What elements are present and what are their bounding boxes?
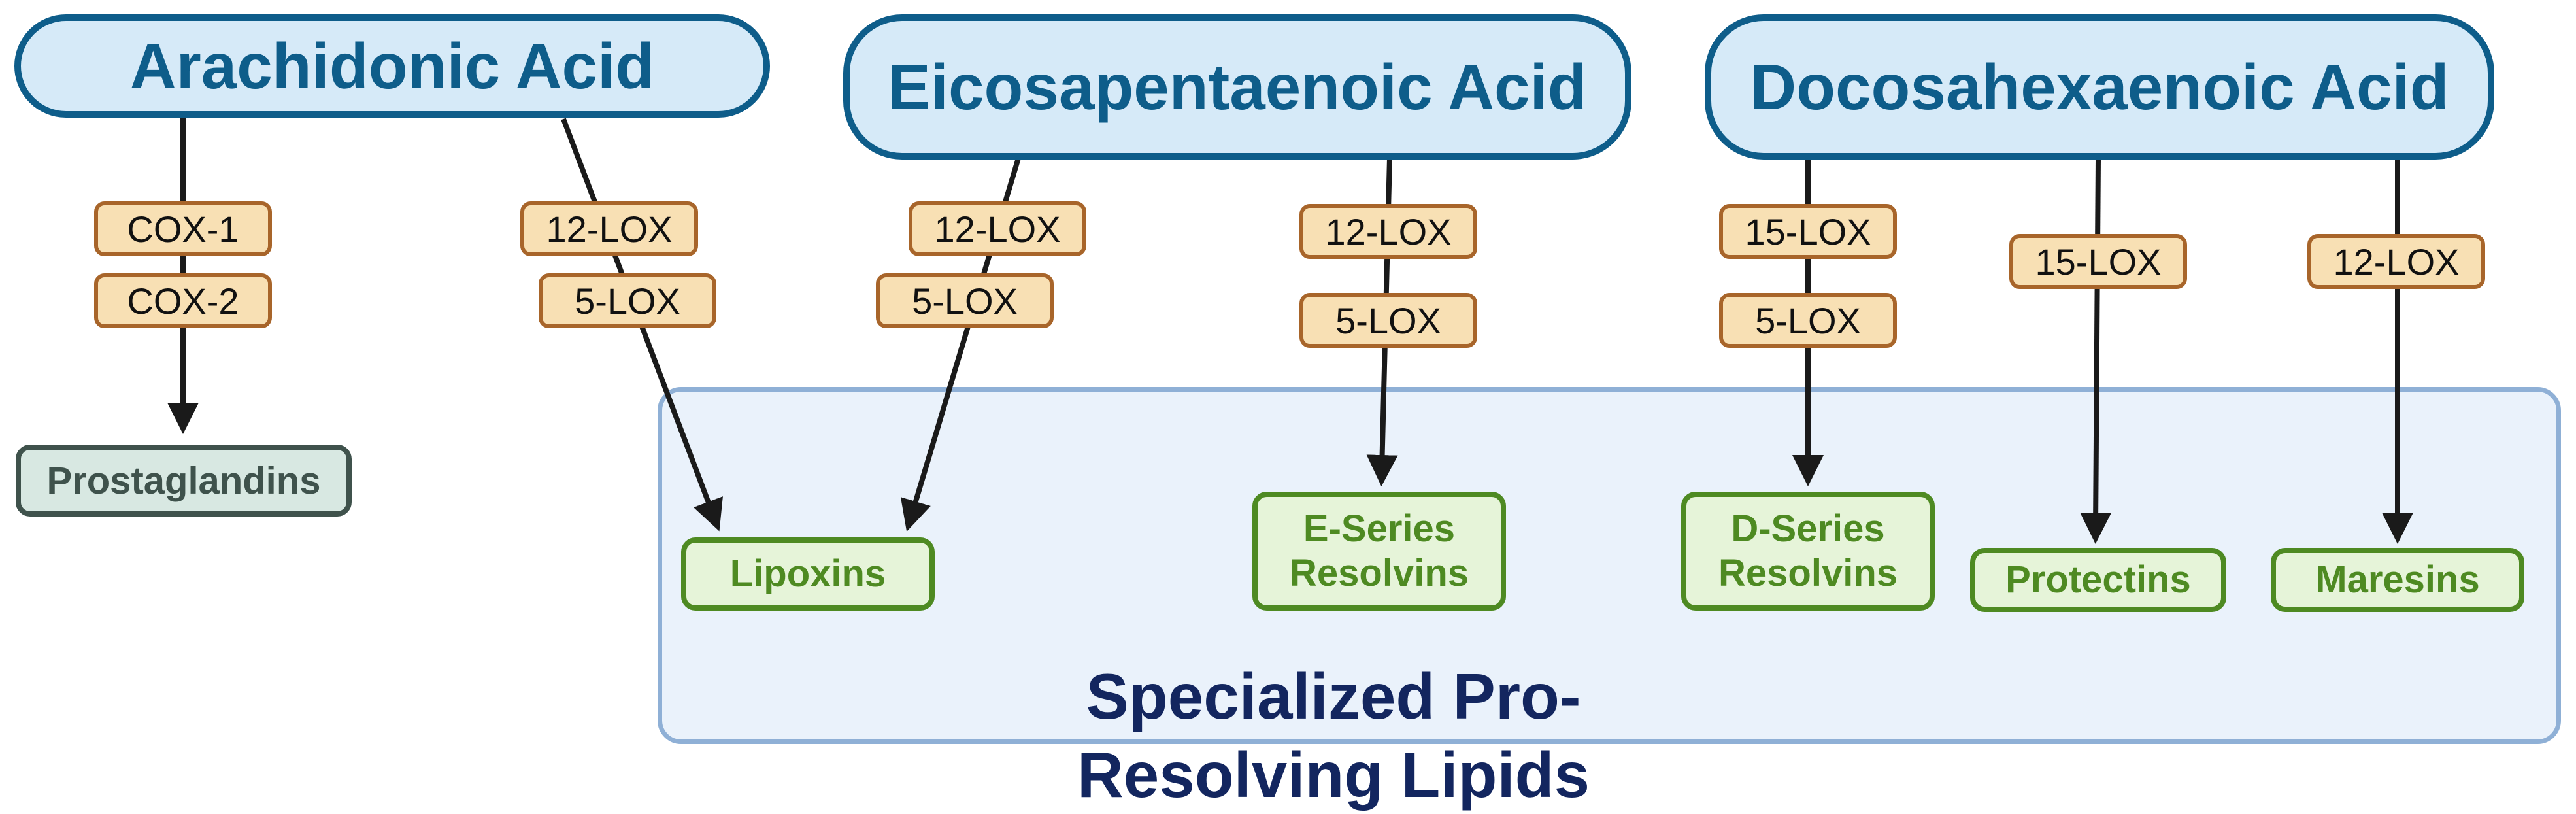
protectins-label: Protectins bbox=[2005, 558, 2191, 601]
maresins-label: Maresins bbox=[2315, 558, 2480, 601]
enzyme-dha-maresins-12lox: 12-LOX bbox=[2307, 234, 2485, 289]
enzyme-aa-5lox: 5-LOX bbox=[539, 273, 716, 328]
spm-region-title: Specialized Pro-Resolving Lipids bbox=[1077, 660, 1590, 811]
e-series-resolvins-node: E-Series Resolvins bbox=[1252, 492, 1506, 611]
protectins-node: Protectins bbox=[1970, 548, 2226, 612]
arachidonic-acid-node: Arachidonic Acid bbox=[14, 14, 770, 118]
enzyme-epa-resolvins-5lox: 5-LOX bbox=[1299, 293, 1477, 348]
enzyme-dha-protectins-15lox: 15-LOX bbox=[2009, 234, 2187, 289]
prostaglandins-node: Prostaglandins bbox=[16, 445, 352, 517]
d-series-resolvins-node: D-Series Resolvins bbox=[1681, 492, 1935, 611]
docosahexaenoic-acid-node: Docosahexaenoic Acid bbox=[1705, 14, 2494, 160]
enzyme-epa-lipoxins-12lox: 12-LOX bbox=[909, 201, 1086, 256]
enzyme-aa-12lox: 12-LOX bbox=[520, 201, 698, 256]
enzyme-dha-dresolvins-15lox: 15-LOX bbox=[1719, 204, 1897, 259]
e-series-resolvins-label: E-Series Resolvins bbox=[1290, 507, 1469, 594]
arrow-dha-to-protectins bbox=[2080, 158, 2112, 544]
lipoxins-label: Lipoxins bbox=[729, 552, 886, 595]
spm-region bbox=[658, 387, 2561, 744]
lipoxins-node: Lipoxins bbox=[681, 537, 935, 611]
maresins-node: Maresins bbox=[2271, 548, 2524, 612]
enzyme-aa-cox1: COX-1 bbox=[94, 201, 272, 256]
eicosapentaenoic-acid-node: Eicosapentaenoic Acid bbox=[843, 14, 1631, 160]
enzyme-epa-resolvins-12lox: 12-LOX bbox=[1299, 204, 1477, 259]
enzyme-epa-lipoxins-5lox: 5-LOX bbox=[876, 273, 1054, 328]
enzyme-dha-dresolvins-5lox: 5-LOX bbox=[1719, 293, 1897, 348]
enzyme-aa-cox2: COX-2 bbox=[94, 273, 272, 328]
d-series-resolvins-label: D-Series Resolvins bbox=[1718, 507, 1898, 594]
